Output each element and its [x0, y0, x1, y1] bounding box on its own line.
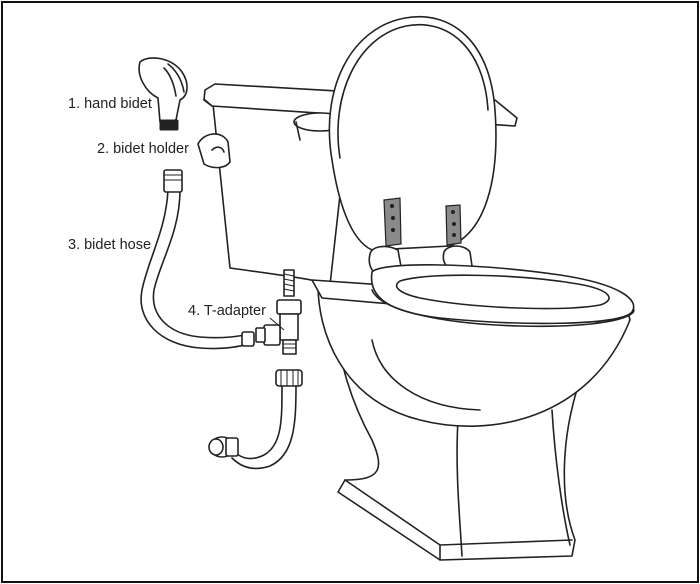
hand-bidet	[138, 57, 188, 131]
label-bidet-holder: 2. bidet holder	[97, 141, 189, 157]
tank-inlet-pipe	[283, 269, 295, 297]
bidet-hose	[140, 169, 255, 350]
label-bidet-hose: 3. bidet hose	[68, 237, 152, 253]
toilet-tank	[203, 83, 518, 286]
toilet-seat	[370, 264, 635, 328]
leader-lines	[269, 317, 285, 331]
label-t-adapter: 4. T-adapter	[188, 303, 266, 319]
t-adapter	[255, 299, 302, 355]
label-hand-bidet: 1. hand bidet	[68, 96, 152, 112]
bidet-holder	[197, 133, 231, 169]
supply-hose	[208, 369, 303, 470]
toilet-lid	[328, 16, 497, 251]
